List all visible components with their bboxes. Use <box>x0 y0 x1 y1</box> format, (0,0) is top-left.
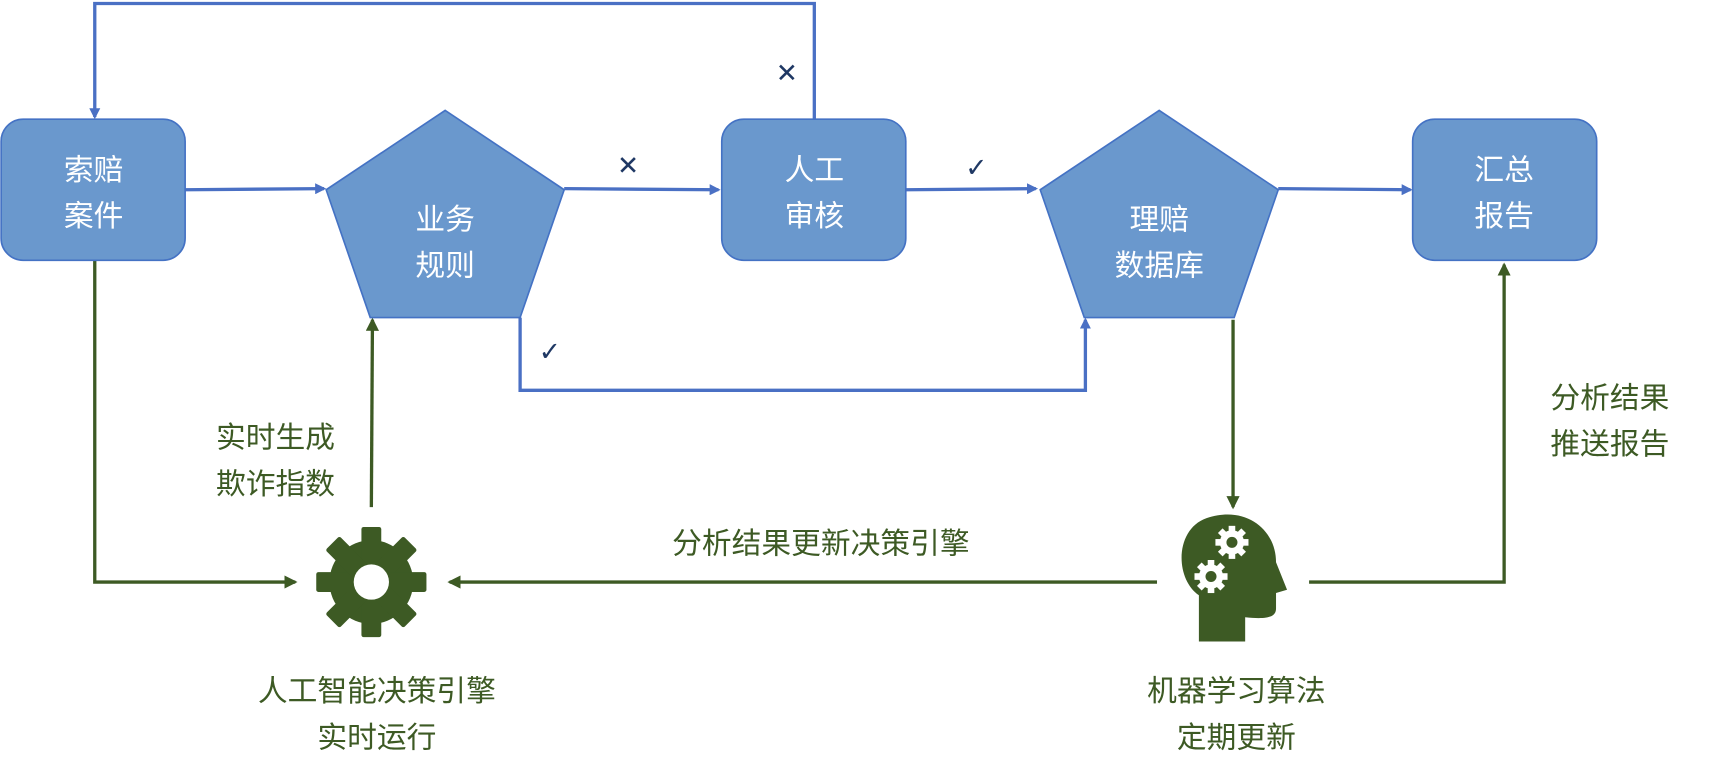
fraud-index-label: 实时生成 <box>216 421 335 456</box>
node-label: 理赔 <box>1129 202 1189 237</box>
approve-mark: ✓ <box>539 337 561 368</box>
edge-rules-to-review <box>564 184 721 196</box>
approve-mark: ✓ <box>965 153 987 184</box>
reject-mark: ✕ <box>776 58 798 89</box>
node-label: 案件 <box>64 199 124 234</box>
node-label: 汇总 <box>1474 153 1534 188</box>
node-business-rules[interactable]: 业务 规则 <box>325 109 566 319</box>
node-label: 索赔 <box>64 153 124 188</box>
edge-ml-to-report <box>1309 262 1511 584</box>
ml-algorithm-label: 机器学习算法 <box>1147 674 1326 709</box>
blue-connectors <box>89 1 1413 392</box>
edge-review-to-db <box>905 183 1039 195</box>
node-label: 审核 <box>785 199 845 234</box>
node-label: 规则 <box>415 249 475 284</box>
gear-icon <box>316 526 427 638</box>
node-claim-case[interactable]: 索赔 案件 <box>0 118 186 262</box>
reject-mark: ✕ <box>617 150 639 181</box>
edge-case-to-engine <box>93 260 298 589</box>
push-report-label: 分析结果 <box>1550 381 1669 416</box>
node-label: 报告 <box>1474 199 1534 234</box>
update-engine-label: 分析结果更新决策引擎 <box>672 526 970 561</box>
edge-db-to-report <box>1278 184 1413 196</box>
edge-review-back-to-case <box>89 1 816 120</box>
edge-engine-to-rules <box>365 317 379 508</box>
fraud-index-label: 欺诈指数 <box>216 467 335 502</box>
node-label: 数据库 <box>1115 249 1204 284</box>
node-manual-review[interactable]: 人工 审核 <box>720 118 907 262</box>
edge-case-to-rules <box>185 183 327 195</box>
brain-gears-icon <box>1181 514 1288 642</box>
ai-engine-label: 实时运行 <box>317 720 436 755</box>
node-summary-report[interactable]: 汇总 报告 <box>1411 118 1598 262</box>
edge-rules-to-db <box>518 317 1091 392</box>
ml-algorithm-label: 定期更新 <box>1177 720 1296 755</box>
green-connectors <box>93 260 1511 589</box>
push-report-label: 推送报告 <box>1550 427 1669 462</box>
ai-engine-label: 人工智能决策引擎 <box>258 674 496 709</box>
node-label: 业务 <box>415 202 475 237</box>
node-claims-database[interactable]: 理赔 数据库 <box>1039 109 1280 319</box>
node-label: 人工 <box>785 153 845 188</box>
